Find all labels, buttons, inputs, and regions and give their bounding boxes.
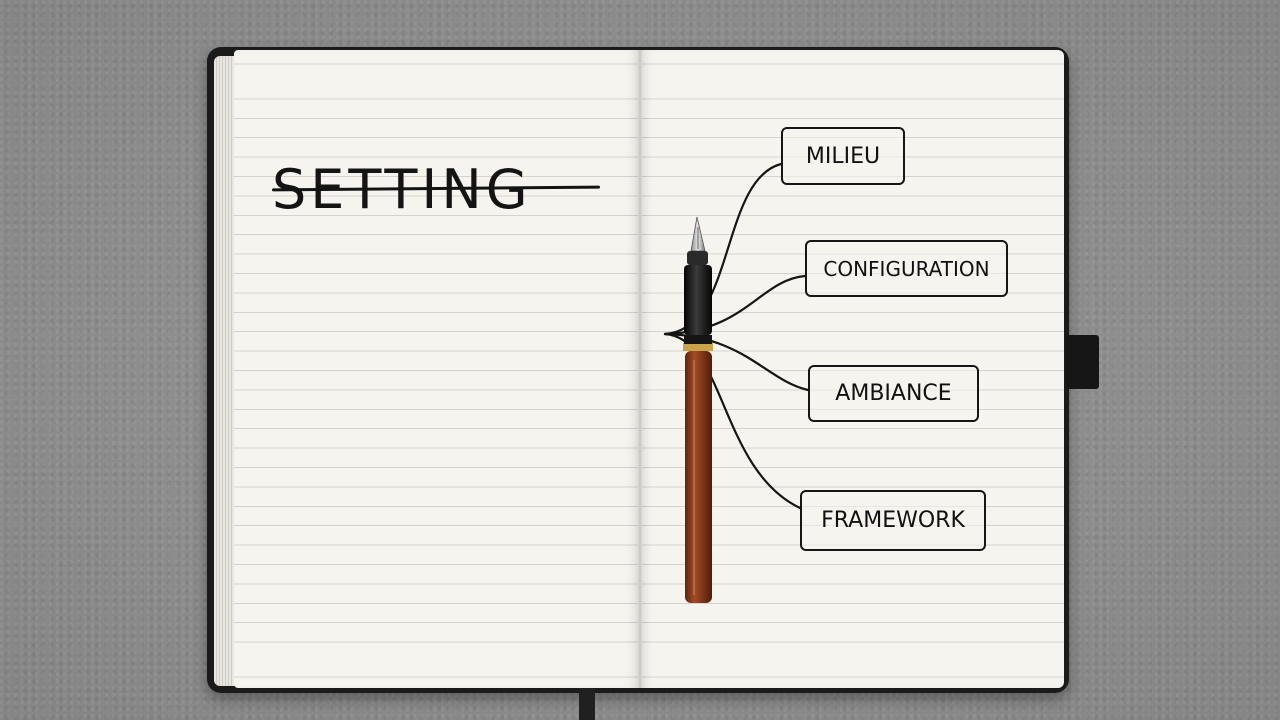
page-gutter <box>638 50 642 688</box>
mind-map-node-milieu: MILIEU <box>781 127 905 185</box>
node-label: FRAMEWORK <box>821 508 965 533</box>
elastic-closure-tab <box>1066 335 1099 389</box>
mind-map-node-framework: FRAMEWORK <box>800 490 986 551</box>
node-label: AMBIANCE <box>835 381 952 406</box>
mind-map-node-configuration: CONFIGURATION <box>805 240 1008 297</box>
left-page <box>234 50 640 688</box>
bookmark-ribbon <box>579 688 595 720</box>
node-label: CONFIGURATION <box>823 256 990 281</box>
mind-map-node-ambiance: AMBIANCE <box>808 365 979 422</box>
fountain-pen-icon <box>683 216 713 603</box>
node-label: MILIEU <box>805 143 881 169</box>
